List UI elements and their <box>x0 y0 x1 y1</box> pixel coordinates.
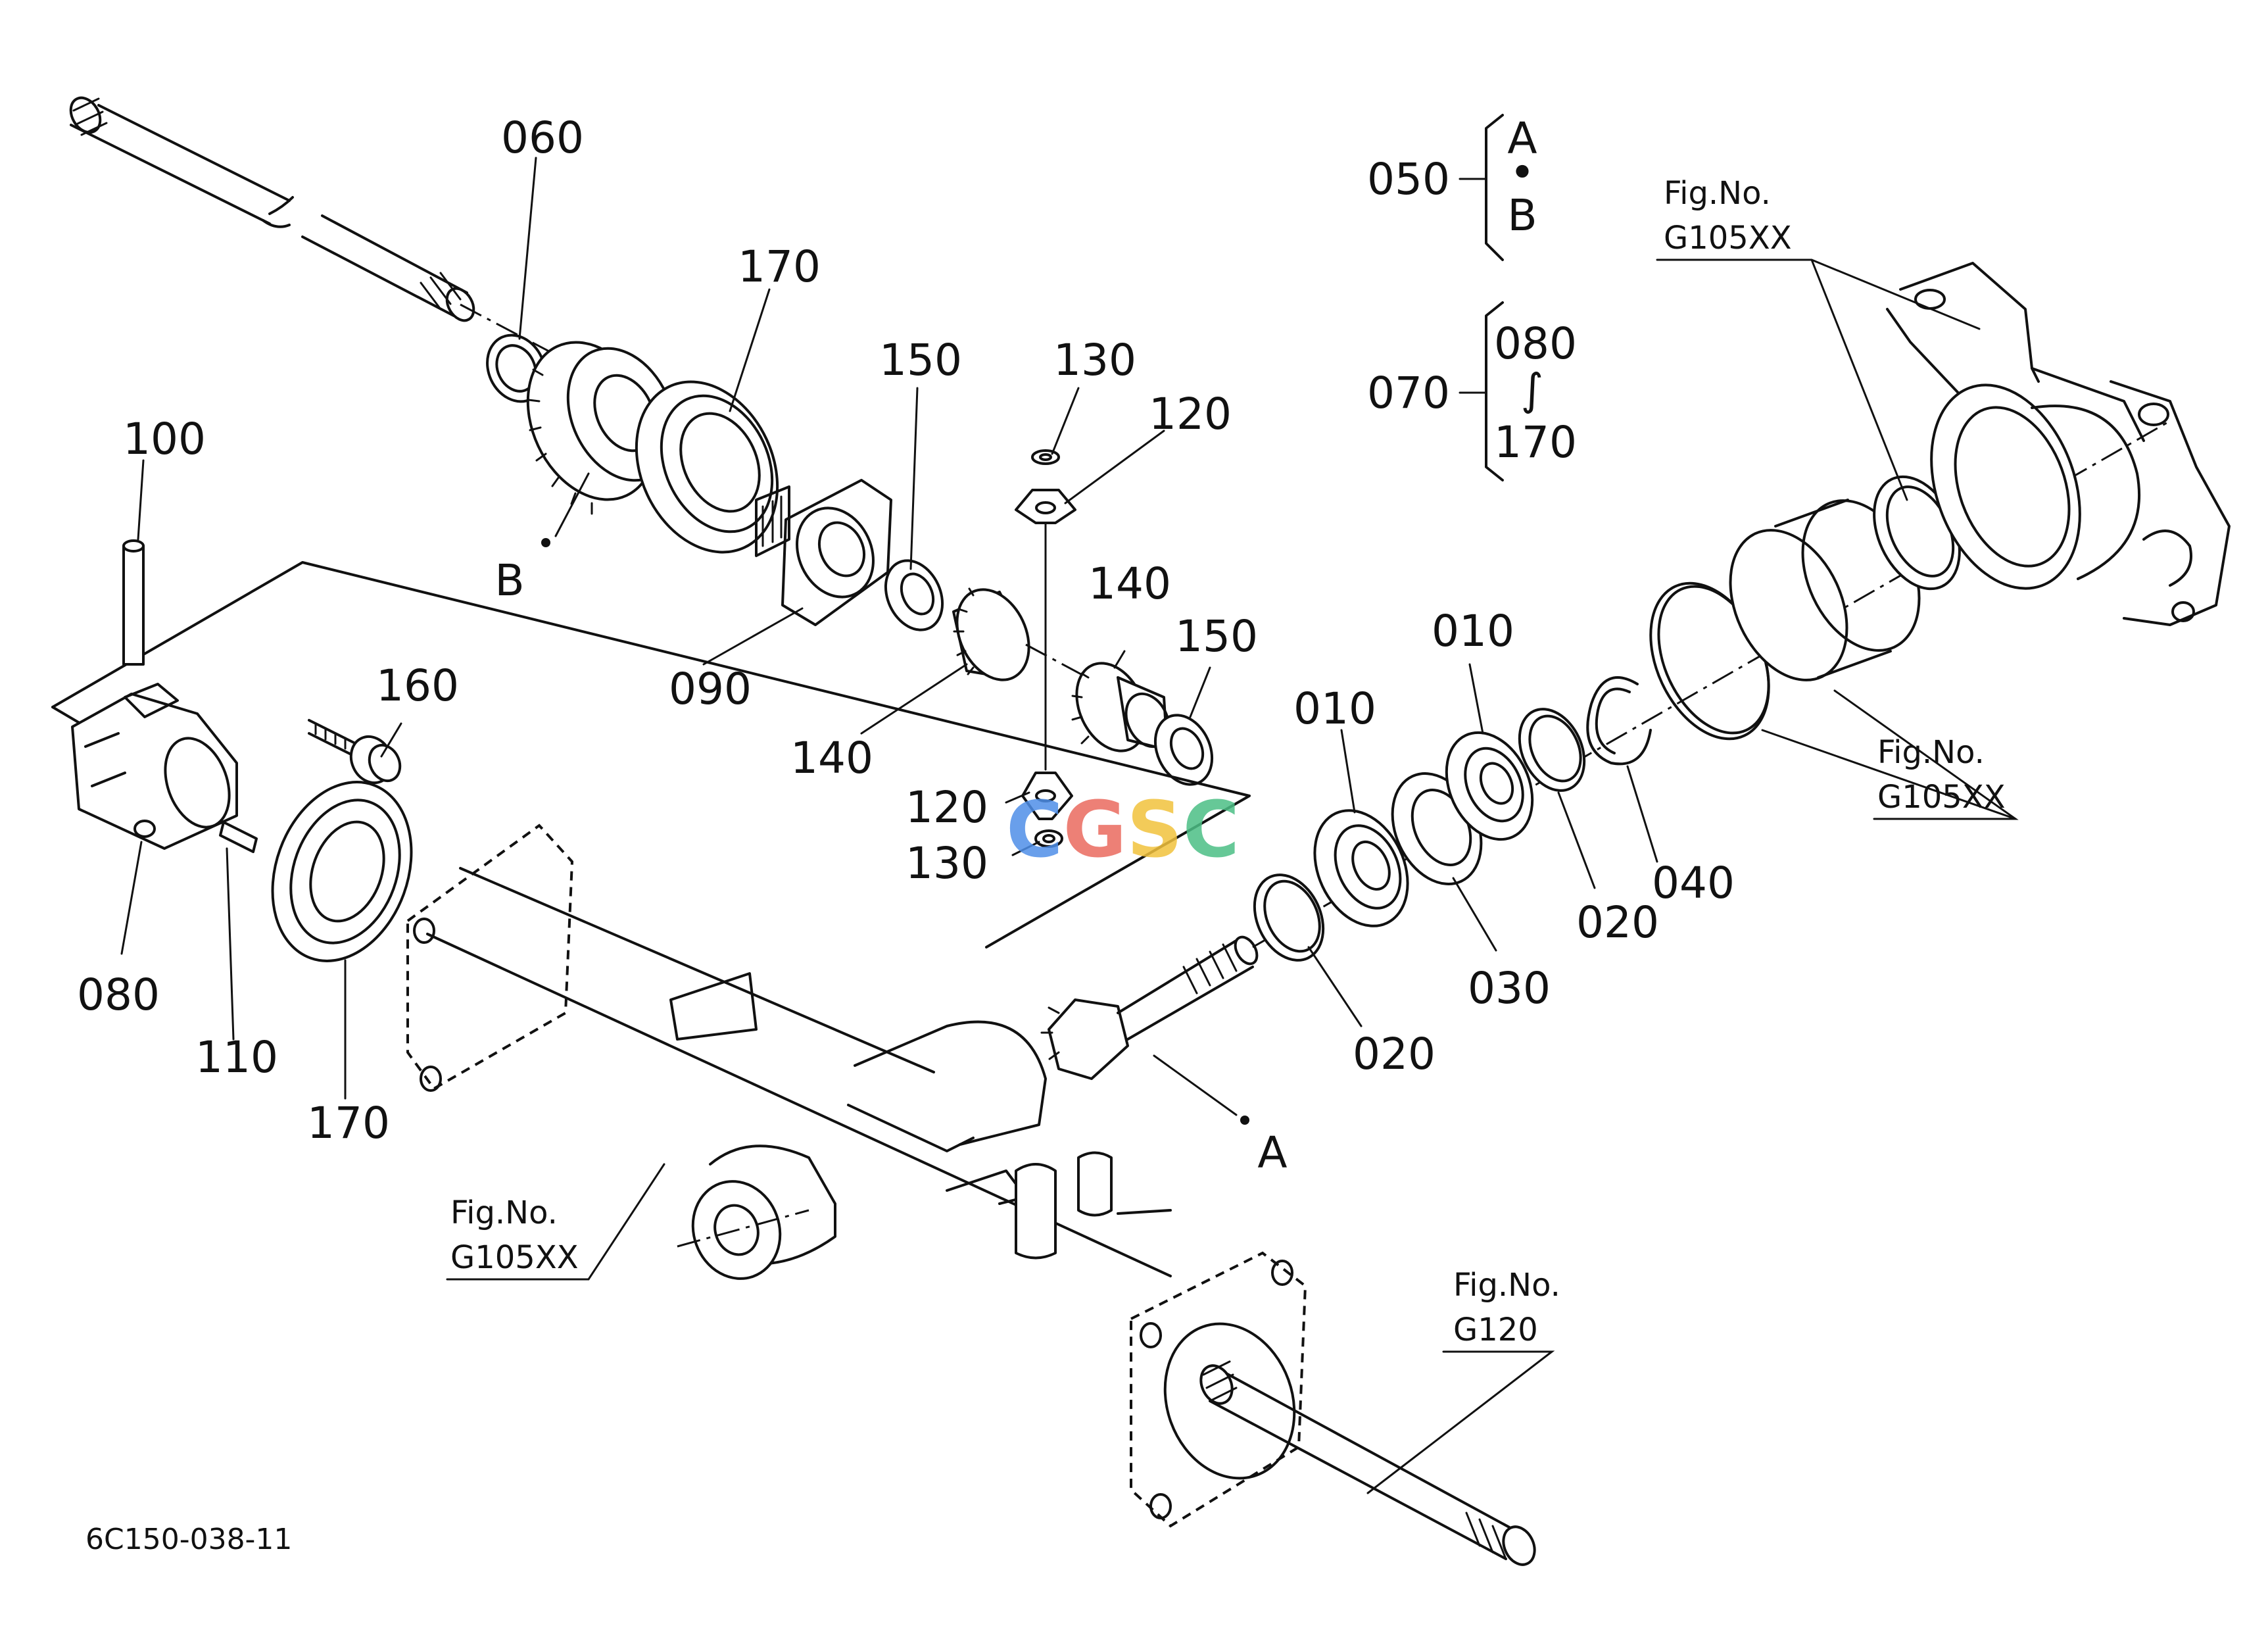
label-010-left: 010 <box>1293 683 1376 734</box>
side-gear-140-left <box>952 587 1119 695</box>
watermark-text: CGSC <box>1006 784 1240 875</box>
part-labels: 060 170 150 130 120 100 160 090 140 140 … <box>77 112 1735 1178</box>
label-060: 060 <box>501 112 584 163</box>
drawing-code: 6C150-038-11 <box>85 1523 292 1556</box>
label-030: 030 <box>1468 963 1551 1014</box>
group-070-from: 080 <box>1494 318 1577 369</box>
housing-outline-frame <box>51 561 1251 948</box>
label-120-bottom: 120 <box>905 782 988 833</box>
leader-lines <box>120 114 2019 1494</box>
dowel-pin-110 <box>219 821 258 853</box>
final-case-housing <box>1886 262 2231 626</box>
group-050-number: 050 <box>1367 154 1450 205</box>
figref-bottom-right-caption: Fig.No. <box>1453 1267 1560 1304</box>
group-050-to: B <box>1507 190 1537 241</box>
label-040: 040 <box>1652 858 1735 908</box>
bevel-gear-b <box>526 341 677 515</box>
figref-bottom-left-code: G105XX <box>450 1239 579 1276</box>
figref-mid-right: Fig.No. G105XX <box>1877 734 2006 816</box>
label-170-top: 170 <box>738 241 821 292</box>
group-070-sep: ∫ <box>1521 364 1543 415</box>
bevel-pinion-shaft-a <box>1040 420 2171 1080</box>
washer-150-right <box>1153 714 1214 786</box>
watermark-logo: CGSC <box>1006 784 1240 875</box>
bearing-010-left <box>1313 809 1409 927</box>
group-070-to: 170 <box>1494 417 1577 468</box>
axle-shaft-upper <box>69 96 757 462</box>
label-100: 100 <box>123 414 206 464</box>
group-key-070: 070 080 ∫ 170 <box>1367 318 1577 468</box>
label-170-bottom: 170 <box>307 1098 390 1148</box>
figref-top-right-caption: Fig.No. <box>1664 175 1771 212</box>
watermark-letter: C <box>1182 784 1240 875</box>
label-110: 110 <box>195 1032 278 1083</box>
label-150-right: 150 <box>1175 611 1258 662</box>
group-key-050: 050 A • B <box>1367 113 1537 241</box>
figref-bottom-left-caption: Fig.No. <box>450 1194 558 1231</box>
pinion-shaft-stack <box>1015 449 1076 848</box>
label-160: 160 <box>376 660 459 711</box>
group-050-from: A <box>1507 113 1537 164</box>
label-140-right: 140 <box>1088 558 1171 609</box>
figref-bottom-right-code: G120 <box>1453 1312 1538 1348</box>
label-080: 080 <box>77 970 160 1020</box>
bolt-160 <box>308 719 402 785</box>
label-020-right: 020 <box>1576 897 1659 948</box>
watermark-letter: G <box>1063 784 1127 875</box>
shim-020-left <box>1253 873 1325 962</box>
figref-top-right-code: G105XX <box>1664 220 1792 257</box>
figref-top-right: Fig.No. G105XX <box>1664 175 1792 257</box>
axle-housing-phantom <box>406 823 1307 1528</box>
label-010-right: 010 <box>1432 606 1514 656</box>
watermark-letter: S <box>1126 784 1182 875</box>
sleeve-collar <box>1729 499 1921 681</box>
ball-bearing-170-upper <box>635 380 779 554</box>
label-150-top: 150 <box>879 335 962 385</box>
label-130-top: 130 <box>1053 335 1136 385</box>
label-ref-a: A <box>1257 1127 1287 1178</box>
figref-bottom-right: Fig.No. G120 <box>1453 1267 1560 1348</box>
figref-mid-right-code: G105XX <box>1877 779 2006 816</box>
label-090: 090 <box>669 664 752 714</box>
washer-150-upper <box>884 559 944 631</box>
shim-020-right <box>1518 708 1586 792</box>
label-020-left: 020 <box>1353 1029 1436 1079</box>
axle-shaft-lower <box>1199 1360 1536 1566</box>
label-ref-b: B <box>495 555 524 606</box>
figref-mid-right-caption: Fig.No. <box>1877 734 1985 771</box>
roll-pin-100 <box>122 539 145 666</box>
circlip-040 <box>1586 676 1652 766</box>
figref-bottom-left: Fig.No. G105XX <box>450 1194 579 1276</box>
group-070-number: 070 <box>1367 368 1450 418</box>
bearing-010-right <box>1445 731 1534 841</box>
ball-bearing-170-lower <box>271 781 413 962</box>
label-140-left: 140 <box>790 733 873 783</box>
group-050-sep: • <box>1510 147 1535 198</box>
hub-carrier-080 <box>71 683 238 850</box>
watermark-letter: C <box>1006 784 1063 875</box>
label-120-top: 120 <box>1149 389 1232 439</box>
label-130-bottom: 130 <box>905 838 988 889</box>
